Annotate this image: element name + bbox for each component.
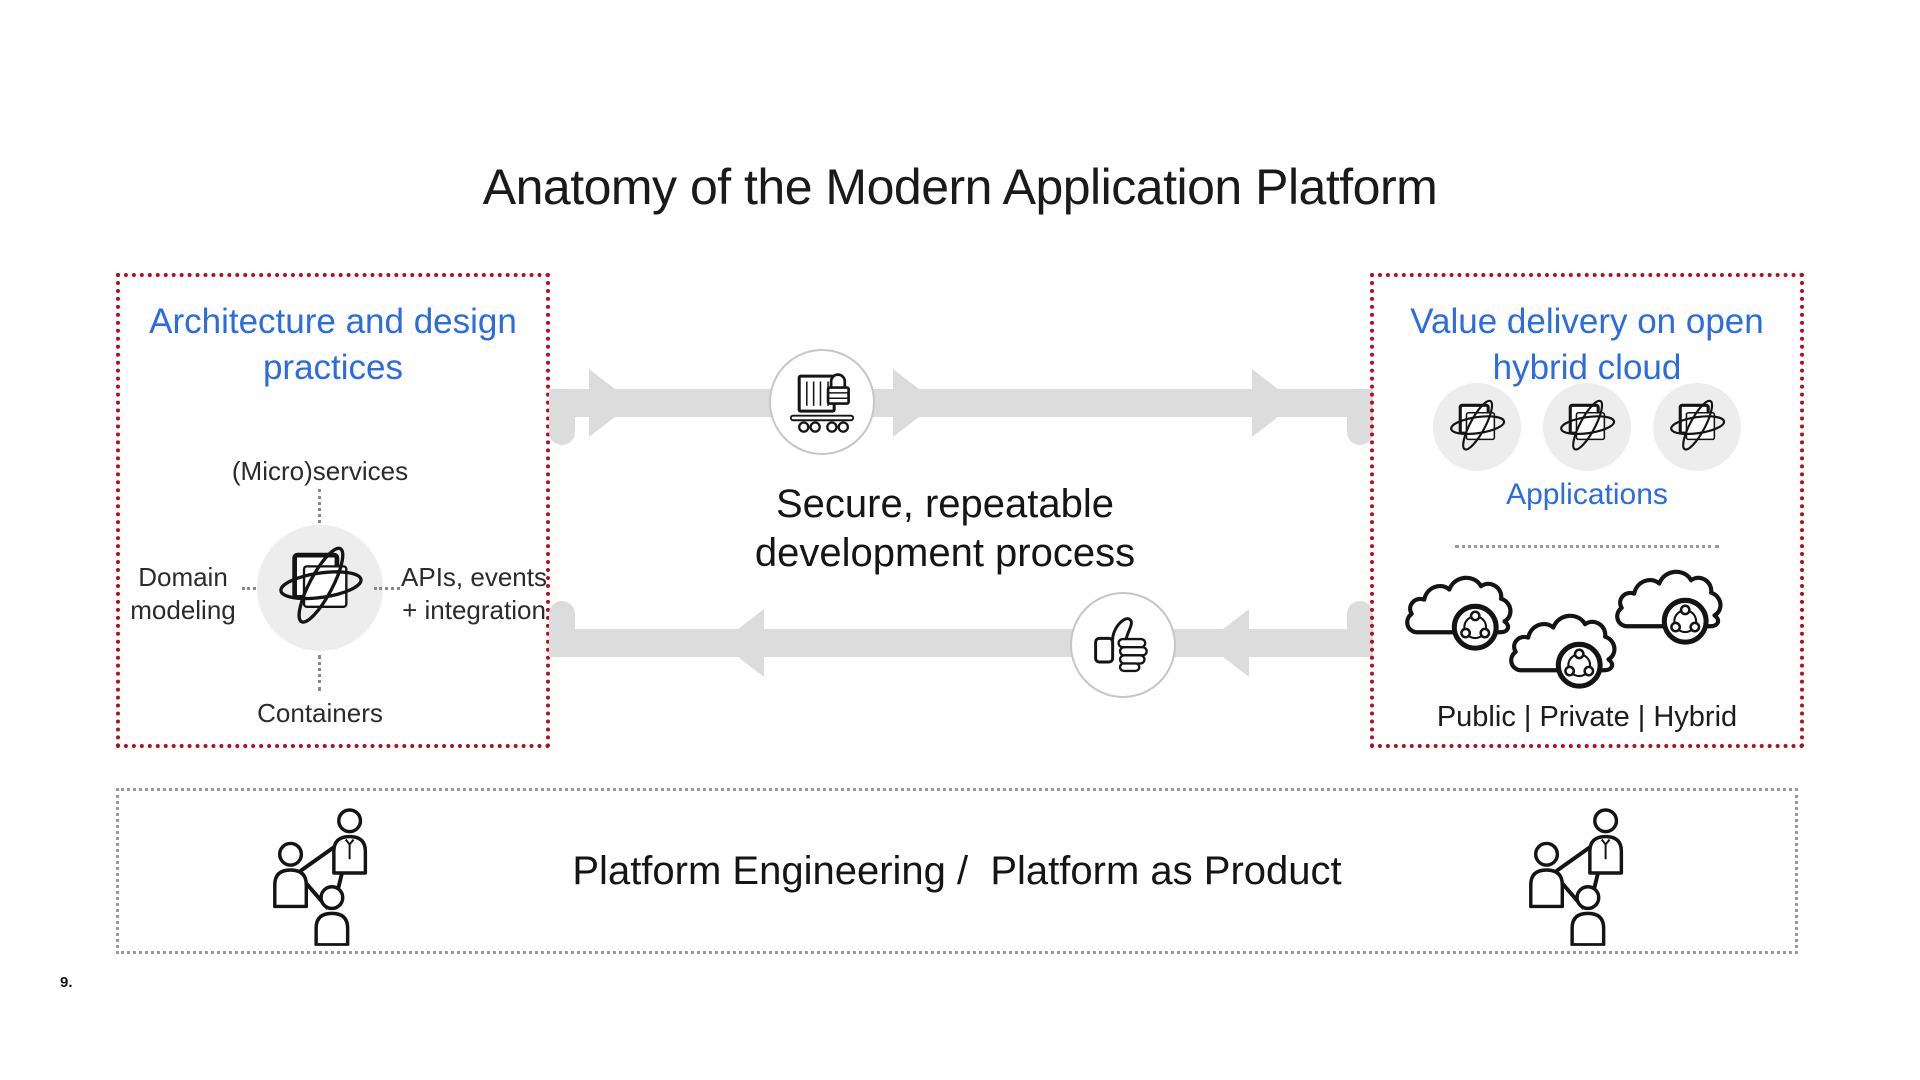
left-arrowhead-icon: [720, 609, 764, 677]
right-arrowhead-icon: [893, 369, 937, 437]
dotted-connector: [318, 655, 321, 691]
thumbs-up-icon: [1086, 608, 1160, 682]
right-arrowhead-icon: [589, 369, 633, 437]
dotted-divider: [1455, 545, 1719, 548]
application-components-icon-circle: [257, 525, 383, 651]
pipeline-band-bottom: [549, 629, 1373, 657]
cloud-platform-icon: [1506, 605, 1624, 697]
architecture-practices-box: Architecture and design practices (Micro…: [116, 273, 550, 748]
pipeline-band-top: [549, 389, 1373, 417]
dotted-connector: [374, 587, 400, 590]
band-curve: [1347, 601, 1373, 643]
cloud-platform-icon: [1402, 567, 1520, 659]
application-icon: [1666, 396, 1728, 458]
team-network-icon: [1517, 798, 1645, 946]
platform-engineering-box: Platform Engineering / Platform as Produ…: [116, 788, 1798, 954]
left-box-title: Architecture and design practices: [149, 302, 517, 387]
application-components-icon: [273, 541, 367, 635]
application-icon-circle: [1543, 383, 1631, 471]
left-arrowhead-icon: [1205, 609, 1249, 677]
pipeline-caption: Secure, repeatable development process: [754, 482, 1136, 575]
slide-title: Anatomy of the Modern Application Platfo…: [482, 159, 1438, 215]
applications-label: Applications: [1506, 478, 1668, 511]
containers-label: Containers: [257, 698, 383, 728]
platform-engineering-label: Platform Engineering / Platform as Produ…: [572, 848, 1342, 893]
application-icon: [1446, 396, 1508, 458]
thumbs-up-icon-circle: [1070, 592, 1176, 698]
right-arrowhead-icon: [1252, 369, 1296, 437]
value-delivery-box: Value delivery on open hybrid cloud Appl…: [1370, 273, 1804, 748]
cloud-platform-icon: [1612, 561, 1730, 653]
microservices-label: (Micro)services: [231, 456, 409, 486]
band-curve: [549, 601, 575, 643]
page-number: 9.: [60, 974, 73, 991]
application-icons-row: [1374, 383, 1800, 471]
band-curve: [549, 403, 575, 445]
application-icon-circle: [1433, 383, 1521, 471]
secure-container-cart-icon: [784, 364, 860, 440]
application-icon: [1556, 396, 1618, 458]
public-private-hybrid-label: Public | Private | Hybrid: [1436, 701, 1738, 733]
hybrid-clouds-group: [1374, 559, 1800, 709]
domain-modeling-label: Domain modeling: [130, 562, 236, 626]
dotted-connector: [318, 489, 321, 523]
apis-events-label: APIs, events + integration: [401, 562, 547, 626]
secure-container-cart-icon-circle: [769, 349, 875, 455]
dotted-connector: [242, 587, 268, 590]
right-box-title: Value delivery on open hybrid cloud: [1410, 302, 1764, 387]
application-icon-circle: [1653, 383, 1741, 471]
band-curve: [1347, 403, 1373, 445]
